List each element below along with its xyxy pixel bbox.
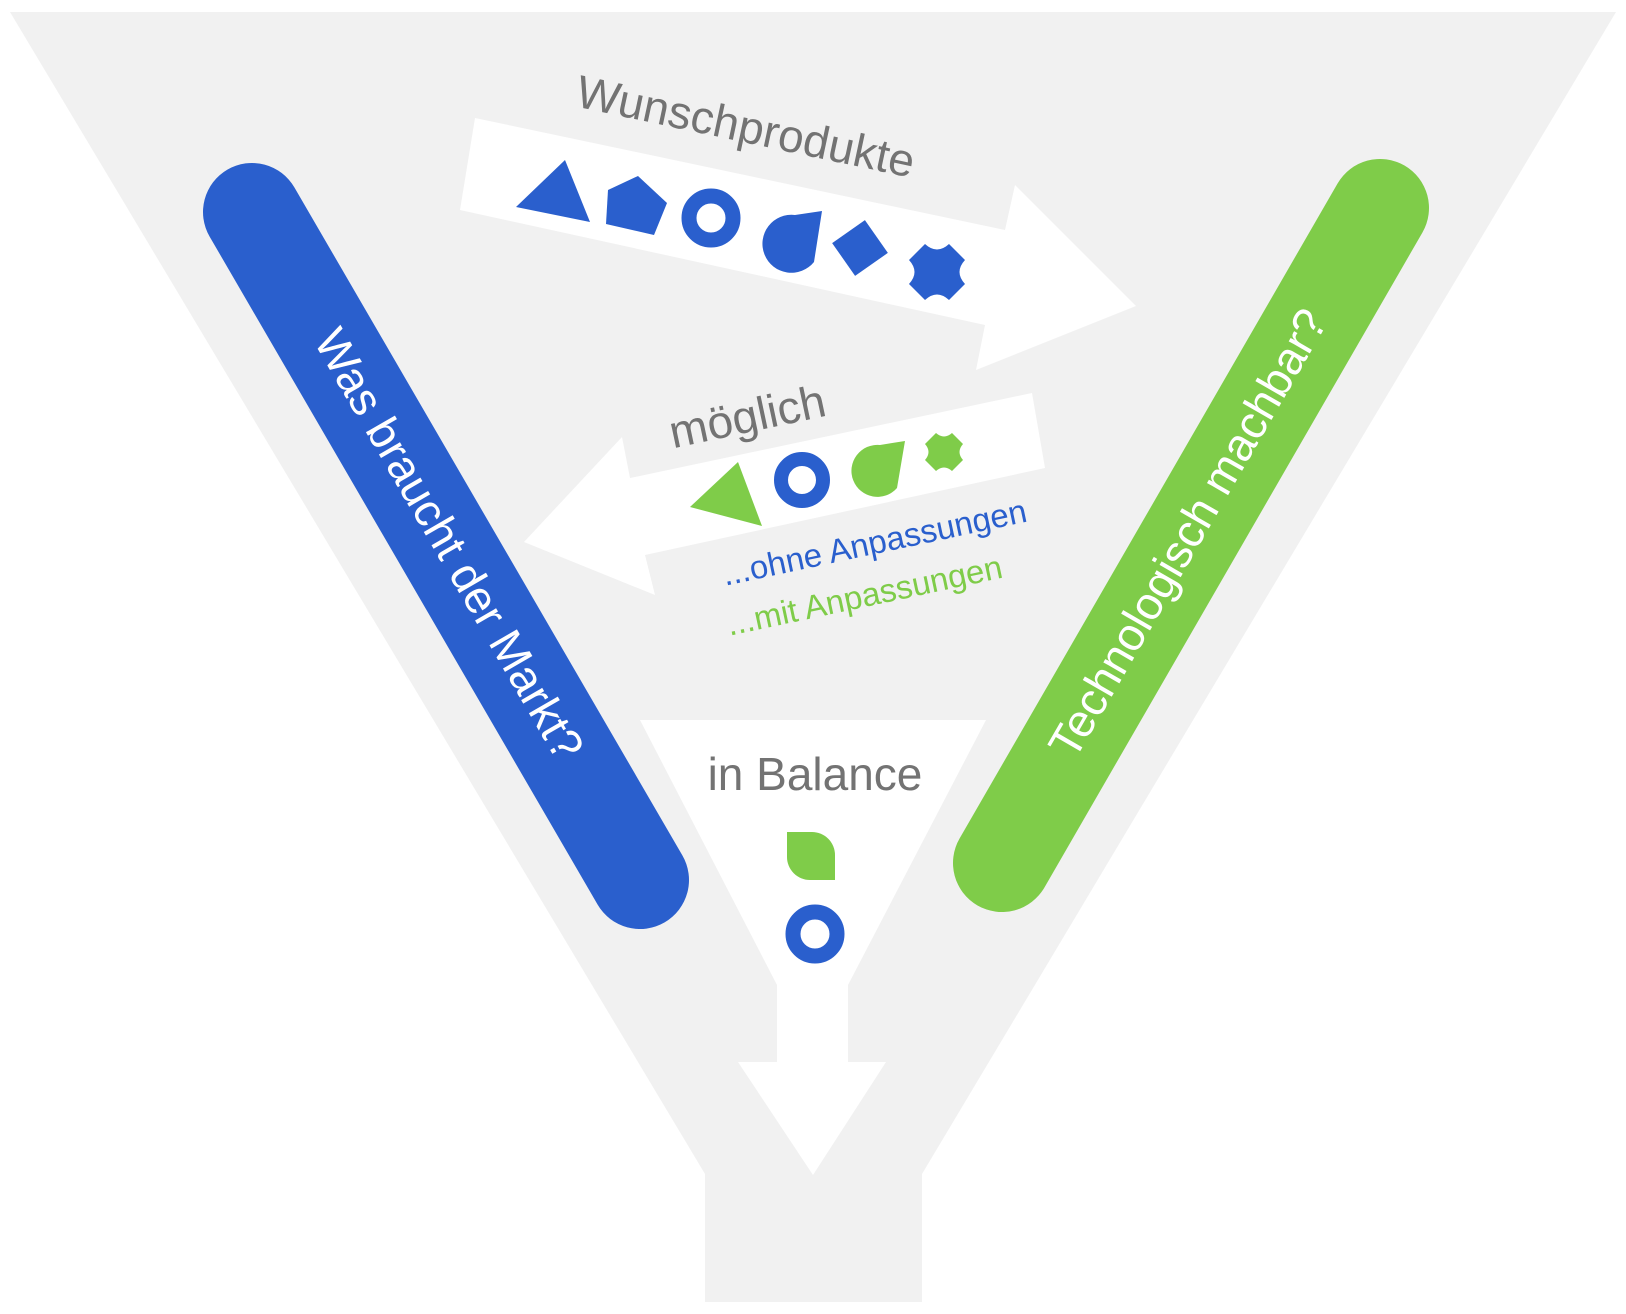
leaf-icon: [787, 832, 835, 880]
in-balance-label: in Balance: [708, 748, 923, 800]
wish-products-shapes: [516, 160, 965, 300]
triangle-icon: [516, 160, 590, 222]
diamond-icon: [832, 220, 888, 276]
triangle-icon: [690, 462, 762, 526]
star-icon: [909, 244, 965, 300]
leaf-icon: [762, 211, 822, 273]
funnel-shape: [10, 12, 1616, 1302]
ring-icon: [681, 188, 741, 248]
star-icon: [925, 433, 963, 471]
ring-icon: [774, 452, 830, 508]
pentagon-icon: [606, 176, 667, 235]
ring-icon: [785, 904, 845, 964]
possible-shapes: [690, 433, 963, 526]
balance-funnel: in Balance: [640, 720, 986, 1175]
leaf-icon: [851, 441, 905, 497]
